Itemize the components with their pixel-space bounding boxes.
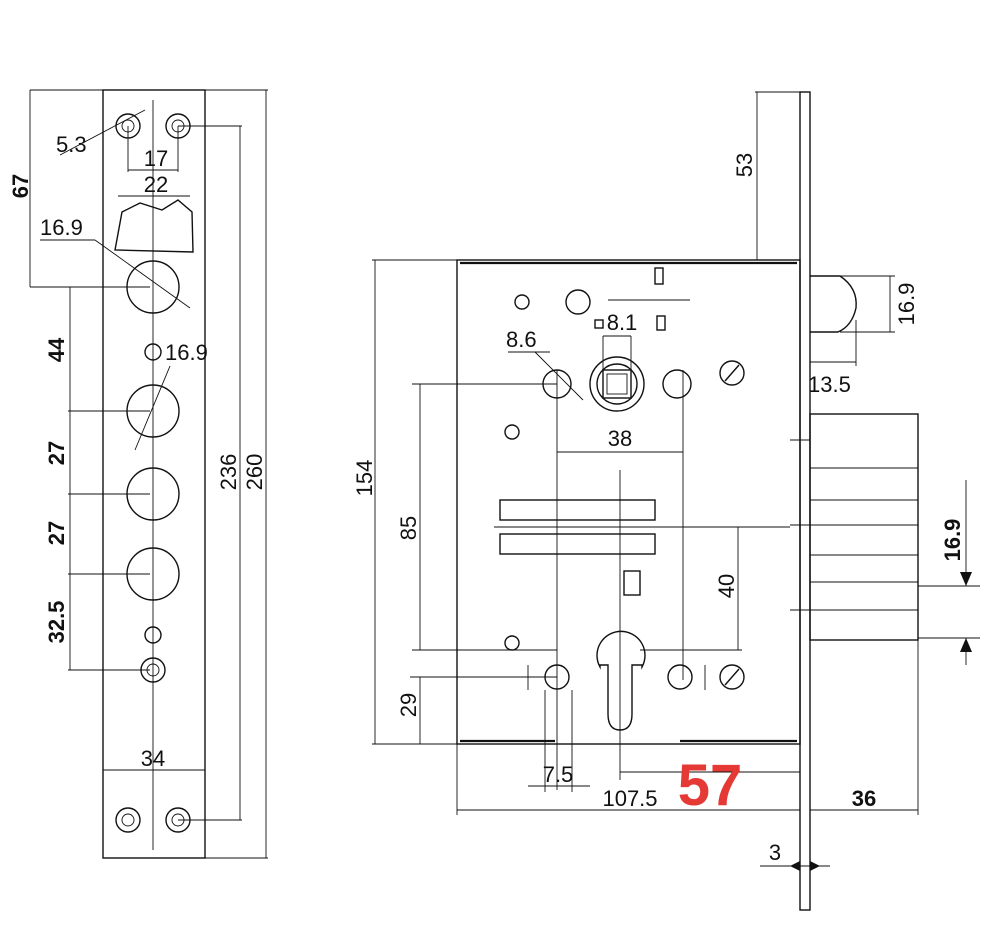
- dim-3-label: 3: [769, 840, 781, 865]
- dim-8-6-leader: [534, 351, 584, 401]
- spindle-square-inner: [606, 373, 628, 395]
- slot-small-right: [656, 315, 666, 331]
- small-hole-1: [144, 343, 162, 361]
- screw-head-top: [719, 360, 745, 386]
- screw-hole-bottom-left: [115, 807, 141, 833]
- dim-85-label: 85: [396, 516, 421, 540]
- dim-16-9-bolt-arrow-top: [960, 572, 972, 586]
- dim-16-9-bolt-label: 16.9: [940, 519, 965, 562]
- dim-107-5-label: 107.5: [602, 786, 657, 811]
- slot-small-left: [594, 319, 604, 329]
- dim-5-3-leader: [59, 109, 146, 156]
- screw-hole-bottom-left-inner: [121, 813, 135, 827]
- strike-plate: 67 5.3 17 22 16.9 16.9 44 27 27 32.5 2: [8, 89, 268, 859]
- spindle-hub-inner: [596, 363, 638, 405]
- dim-27-b-label: 27: [44, 521, 69, 545]
- latch-opening: [114, 199, 194, 253]
- dim-16-9-a-leader: [94, 239, 191, 309]
- dim-13-5-label: 13.5: [808, 372, 851, 397]
- dim-8-6-label: 8.6: [506, 327, 537, 352]
- dim-154-label: 154: [352, 460, 377, 497]
- dim-53-label: 53: [732, 153, 757, 177]
- deadbolt-block: [809, 413, 919, 641]
- lock-faceplate: [799, 91, 811, 911]
- dim-16-9-a-label: 16.9: [40, 215, 83, 240]
- dim-34-label: 34: [141, 746, 165, 771]
- spindle-hub: [589, 356, 645, 412]
- dim-36-label: 36: [852, 786, 876, 811]
- lock-case: [456, 259, 801, 745]
- small-hole-2: [144, 626, 162, 644]
- dim-8-1-label: 8.1: [607, 310, 638, 335]
- slot-center: [623, 570, 641, 596]
- dim-40-label: 40: [714, 574, 739, 598]
- slide-upper: [499, 499, 656, 521]
- dim-5-3-label: 5.3: [56, 132, 87, 157]
- screw-head-bottom: [719, 664, 745, 690]
- hole-medium: [565, 289, 591, 315]
- dim-29-label: 29: [396, 693, 421, 717]
- hole-small-2: [504, 424, 520, 440]
- dim-16-9-b-leader: [134, 365, 171, 451]
- screw-head-top-slot: [724, 364, 740, 382]
- dim-17-label: 17: [144, 146, 168, 171]
- dim-236-label: 236: [216, 454, 241, 491]
- hole-small-3: [504, 635, 520, 651]
- dim-67-label: 67: [8, 174, 33, 198]
- dim-44-label: 44: [44, 337, 69, 362]
- dim-16-9-bolt-arrow-bottom: [960, 638, 972, 652]
- cylinder-keyhole: [596, 630, 646, 731]
- slide-lower: [499, 533, 656, 555]
- hole-small-1: [514, 294, 530, 310]
- screw-head-bottom-slot: [724, 668, 740, 686]
- dim-22-label: 22: [144, 172, 168, 197]
- dim-16-9-b-label: 16.9: [165, 340, 208, 365]
- dim-38-label: 38: [608, 426, 632, 451]
- mount-hole-right: [662, 369, 692, 399]
- lock-body: 53 16.9 13.5 8.1 8.6 38 154 85: [352, 91, 980, 911]
- strike-plate-outline: [102, 89, 206, 859]
- dim-27-a-label: 27: [44, 441, 69, 465]
- slot-top: [654, 267, 664, 285]
- latch-bolt: [810, 275, 857, 333]
- dim-260-label: 260: [242, 454, 267, 491]
- mount-hole-bottom-right: [667, 664, 693, 690]
- dim-16-9-latch-label: 16.9: [894, 283, 919, 326]
- dim-3-arrow-right: [810, 861, 820, 871]
- dim-3-arrow-left: [790, 861, 800, 871]
- spindle-square: [602, 369, 632, 399]
- dim-57-label: 57: [678, 753, 743, 818]
- dim-32-5-label: 32.5: [44, 601, 69, 644]
- dim-7-5-label: 7.5: [543, 762, 574, 787]
